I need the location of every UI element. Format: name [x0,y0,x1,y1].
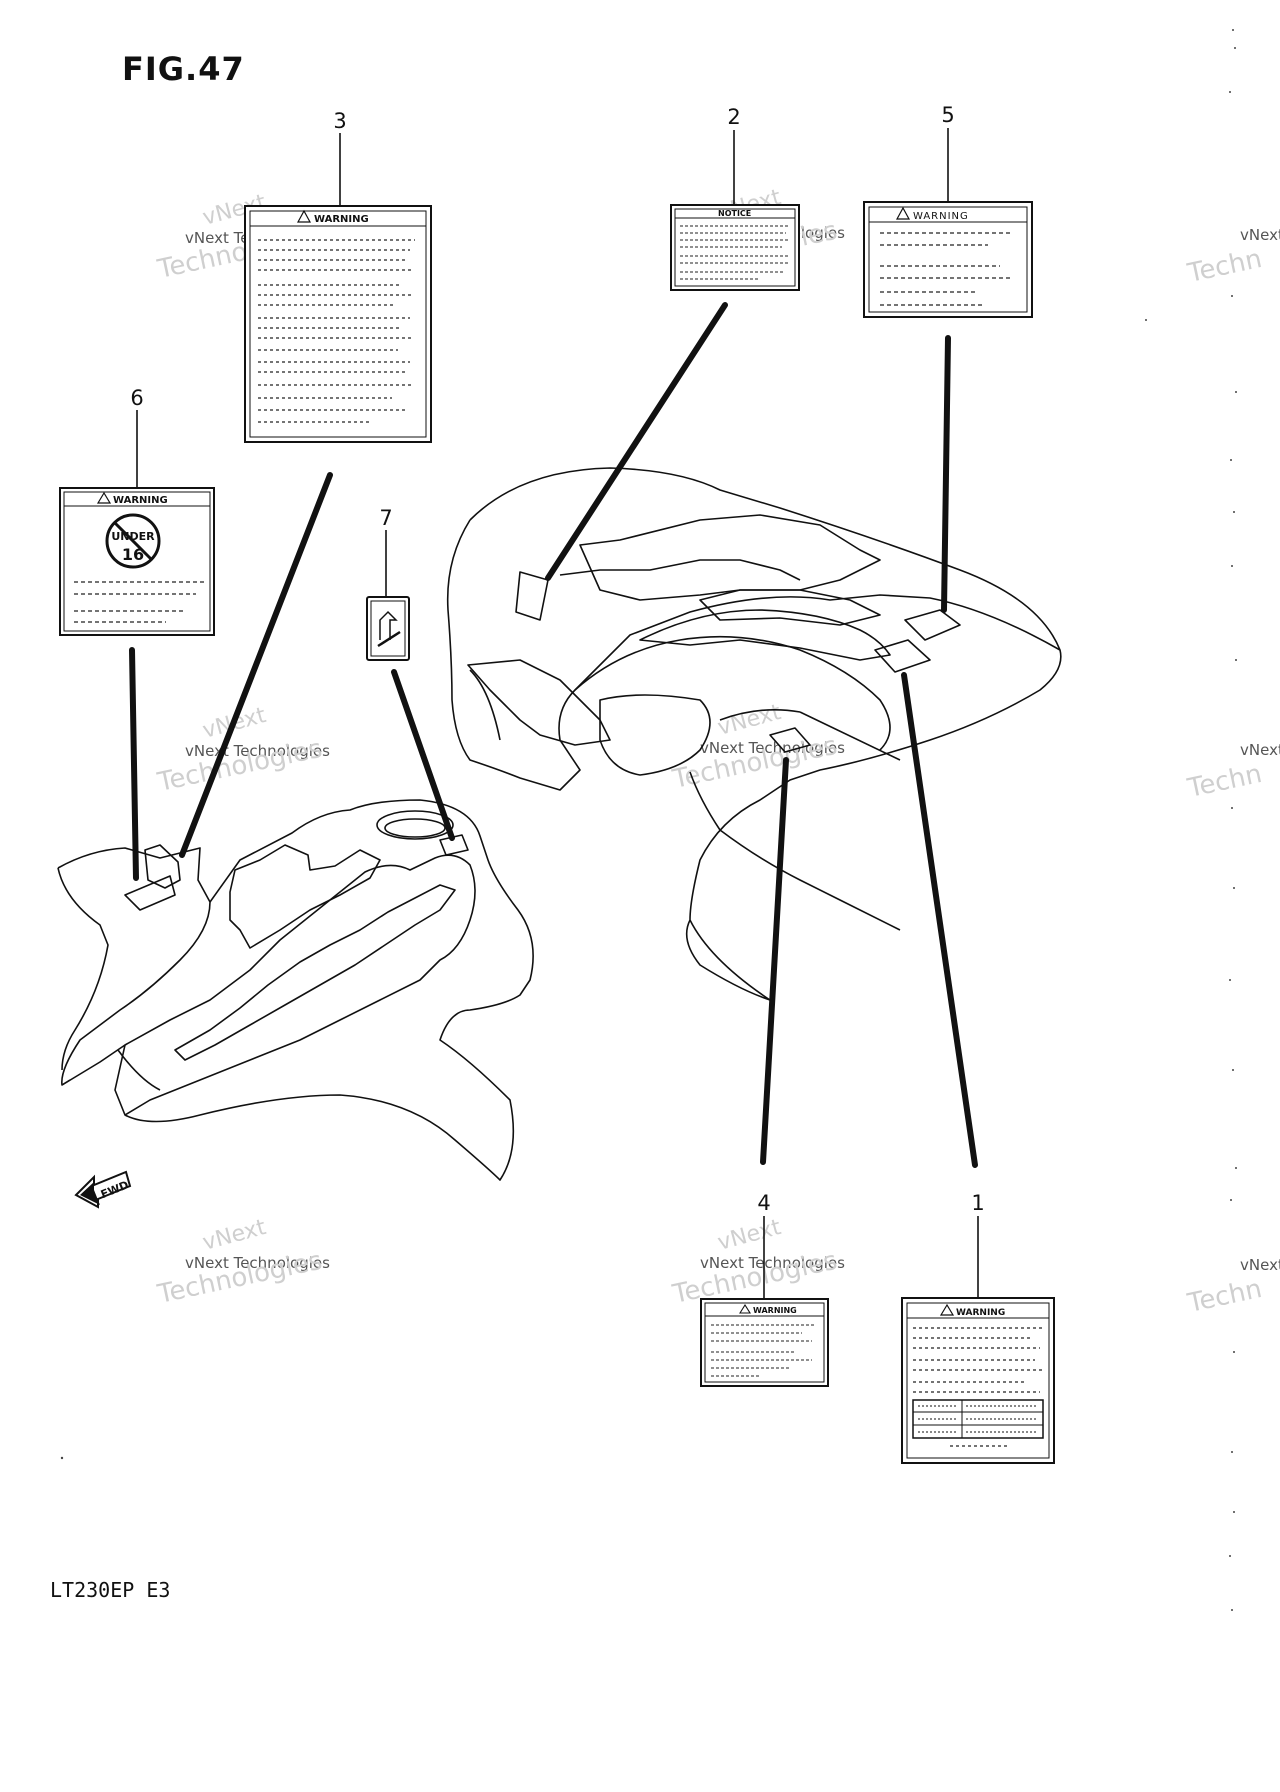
label-6-fine-print [74,581,206,623]
fender-filler-opening [376,810,454,840]
label-5-fine-print [880,232,1012,306]
svg-text:WARNING: WARNING [314,214,369,225]
svg-text:WARNING: WARNING [113,495,168,506]
watermark-4: vNext vNext Technologies Technologies [154,703,330,798]
label-1-location-patch [874,639,931,673]
label-3-warning: WARNING [244,205,432,443]
callout-2: 2 [727,105,740,129]
scan-speckles [60,29,1237,1611]
watermark-7: vNext vNext Technologies Technologies [154,1215,330,1310]
fender-left-wing-outline [57,847,211,1086]
label-2-fine-print [680,225,790,280]
svg-text:vNext Te: vNext Te [1240,226,1280,244]
warning-triangle-icon [939,1303,955,1316]
label-1-fine-print [913,1327,1042,1447]
svg-text:vNext: vNext [715,1215,784,1256]
pointer-3 [179,472,333,858]
svg-text:Techn: Techn [1184,244,1264,289]
svg-text:WARNING: WARNING [913,211,969,222]
pointer-5 [941,335,951,613]
svg-text:Techn: Techn [1184,759,1264,804]
warning-triangle-icon [895,206,911,220]
rear-fender-top-outline [469,467,1062,1001]
rear-fender-seat-recess [599,694,711,776]
label-4-fine-print [711,1324,815,1377]
no-under-16-icon: UNDER 16 [105,513,161,569]
svg-text:vNext: vNext [200,1215,269,1256]
pointer-2 [545,302,728,581]
callout-7: 7 [379,506,392,530]
pointer-1 [901,672,978,1168]
label-2-location-patch [515,571,549,621]
watermark-6: vNext Te Techn [1184,741,1280,804]
rear-fender-side-bracket [467,659,611,746]
warning-triangle-icon [739,1303,751,1314]
watermark-8: vNext vNext Technologies Technologies [669,1215,845,1310]
svg-text:UNDER: UNDER [111,530,155,543]
figure-title: FIG.47 [122,50,245,88]
label-4-location-patch [769,727,811,753]
svg-text:vNext Technologies: vNext Technologies [185,1254,330,1272]
pointer-7 [391,669,455,841]
front-fender [57,799,534,1181]
model-code: LT230EP E3 [50,1578,171,1602]
label-1-warning: WARNING [901,1297,1055,1464]
label-7-location-patch [439,834,469,856]
rear-fender [446,467,1062,1001]
callout-5: 5 [941,103,954,127]
fender-inner-panel [229,844,381,949]
rear-fender-rack-area [639,609,891,661]
svg-text:NOTICE: NOTICE [718,209,751,218]
warning-triangle-icon [96,491,112,504]
svg-text:Techn: Techn [1184,1274,1264,1319]
label-5-warning: WARNING [863,201,1033,318]
lever-arrow-icon [377,610,401,648]
fwd-direction-marker: FWD [74,1170,132,1209]
label-3-fine-print [258,239,415,423]
label-6-warning: WARNING UNDER 16 [59,487,215,636]
callout-1: 1 [971,1191,984,1215]
svg-text:vNext Technologies: vNext Technologies [700,1254,845,1272]
pointer-6 [129,647,139,881]
label-6-location-patch [124,875,176,911]
label-1-table [912,1399,1044,1439]
label-7-decal [366,596,410,661]
callout-4: 4 [757,1191,770,1215]
callout-3: 3 [333,109,346,133]
svg-text:WARNING: WARNING [956,1308,1005,1318]
watermark-3: vNext Te Techn [1184,226,1280,289]
pointer-4 [760,757,789,1165]
leader-lines [136,128,979,1302]
warning-triangle-icon [296,209,312,223]
callout-6: 6 [130,386,143,410]
watermark-9: vNext Te Techn [1184,1256,1280,1319]
svg-text:WARNING: WARNING [753,1306,797,1315]
svg-text:16: 16 [122,545,144,564]
label-5-location-patch [904,609,961,641]
svg-text:vNext Te: vNext Te [1240,1256,1280,1274]
callouts: 3 2 5 6 7 4 1 [130,103,984,1215]
label-2-notice: NOTICE [670,204,800,291]
label-4-warning: WARNING [700,1298,829,1387]
svg-text:vNext Te: vNext Te [1240,741,1280,759]
watermark-5: vNext vNext Technologies Technologies [669,700,845,795]
